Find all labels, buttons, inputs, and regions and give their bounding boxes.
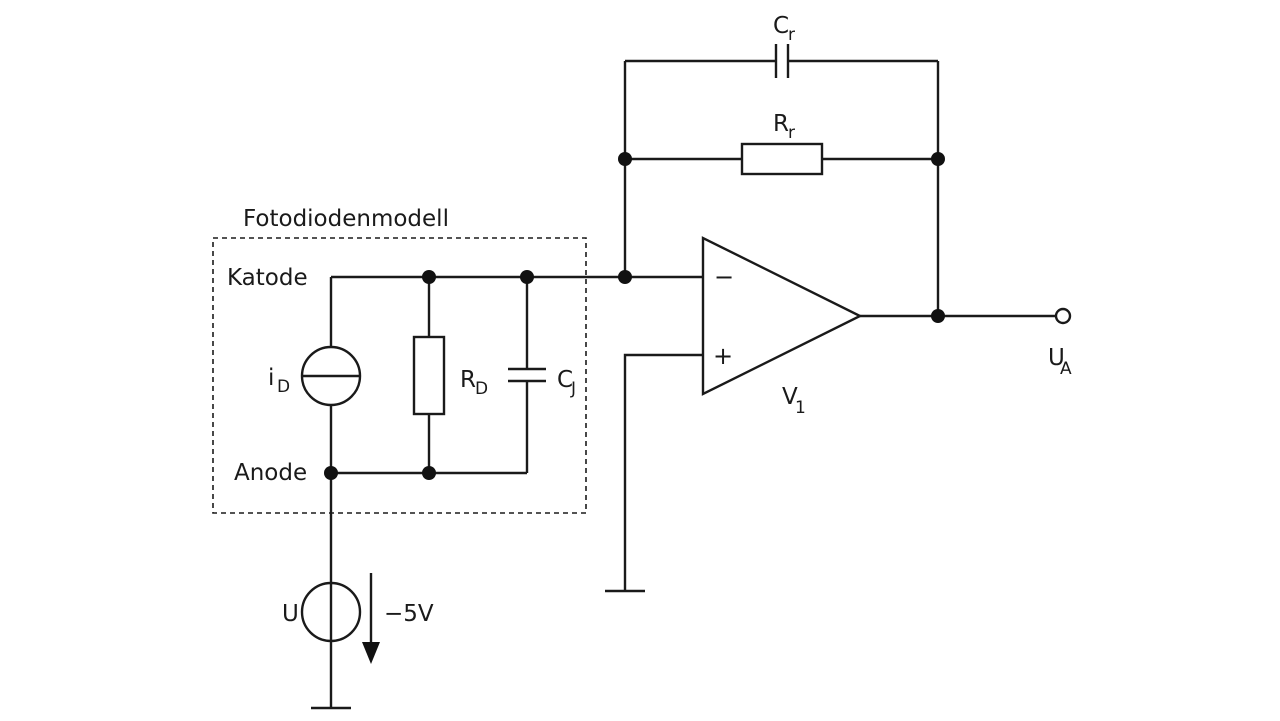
- output-label: U: [1048, 345, 1065, 371]
- opamp-subscript: 1: [795, 398, 806, 418]
- junction-dot: [324, 466, 338, 480]
- capacitor-cj-subscript: J: [570, 379, 576, 399]
- junction-dot: [931, 152, 945, 166]
- junction-dot: [422, 270, 436, 284]
- junction-dot: [520, 270, 534, 284]
- capacitor-cj: [508, 277, 546, 473]
- feedback-resistor-subscript: r: [788, 123, 795, 143]
- opamp-v1: [701, 236, 863, 396]
- resistor-rd-subscript: D: [475, 379, 488, 399]
- model-box-title: Fotodiodenmodell: [243, 206, 449, 232]
- opamp-noninverting-sign: +: [713, 342, 733, 370]
- resistor-rd-label: R: [460, 367, 476, 393]
- bias-source-label: U: [282, 601, 299, 627]
- wire-noninverting-ground: [623, 353, 703, 591]
- feedback-network: [623, 44, 940, 316]
- cathode-label: Katode: [227, 265, 308, 291]
- bias-source-value: −5V: [384, 601, 434, 627]
- junction-dot: [422, 466, 436, 480]
- capacitor-cj-label: C: [557, 367, 573, 393]
- current-source-id: [300, 345, 362, 473]
- opamp-label: V: [782, 384, 798, 410]
- junction-dot: [618, 270, 632, 284]
- resistor-rd: [412, 277, 446, 473]
- junction-dot: [931, 309, 945, 323]
- voltage-arrow-icon: [362, 573, 380, 664]
- bias-voltage-source: [300, 473, 362, 710]
- current-source-label: i: [268, 365, 274, 391]
- feedback-capacitor-label: C: [773, 13, 789, 39]
- feedback-capacitor-subscript: r: [788, 25, 795, 45]
- feedback-resistor-label: R: [773, 111, 789, 137]
- anode-label: Anode: [234, 460, 307, 486]
- opamp-inverting-sign: −: [714, 263, 734, 291]
- output-subscript: A: [1060, 359, 1072, 379]
- junction-dot: [618, 152, 632, 166]
- current-source-subscript: D: [277, 377, 290, 397]
- output-terminal: [1054, 307, 1072, 325]
